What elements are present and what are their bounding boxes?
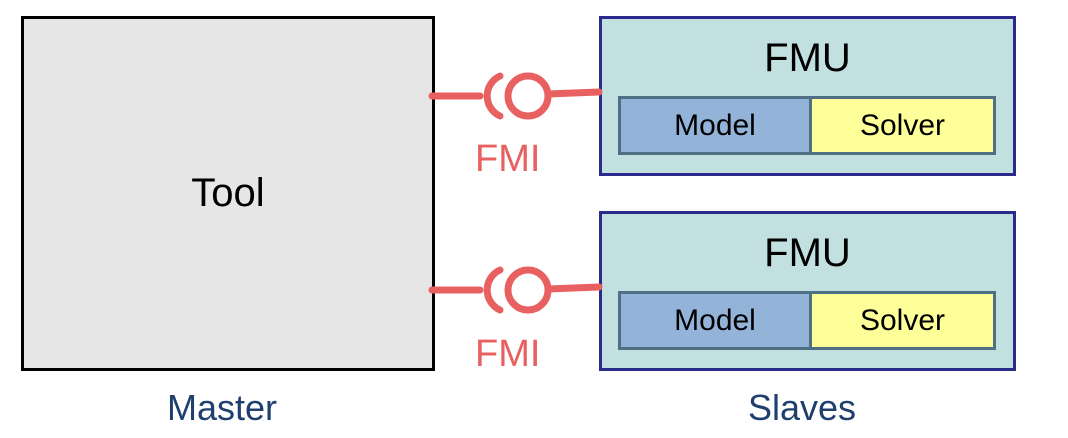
ball-and-socket-icon <box>428 266 603 314</box>
fmu-components: Model Solver <box>618 291 996 350</box>
fmu-title: FMU <box>764 36 851 80</box>
master-caption: Master <box>167 387 278 428</box>
fmu-title: FMU <box>764 231 851 275</box>
tool-box: Tool <box>21 16 435 371</box>
fmi-label: FMI <box>475 333 541 375</box>
tool-label: Tool <box>191 171 265 215</box>
solver-cell: Solver <box>812 294 993 347</box>
fmi-label: FMI <box>475 138 541 180</box>
fmu-box-bottom: FMU Model Solver <box>599 211 1016 371</box>
fmu-components: Model Solver <box>618 96 996 155</box>
ball-and-socket-icon <box>428 72 603 120</box>
model-cell: Model <box>621 294 812 347</box>
model-cell: Model <box>621 99 812 152</box>
fmu-box-top: FMU Model Solver <box>599 16 1016 176</box>
slaves-caption: Slaves <box>748 387 857 428</box>
solver-cell: Solver <box>812 99 993 152</box>
